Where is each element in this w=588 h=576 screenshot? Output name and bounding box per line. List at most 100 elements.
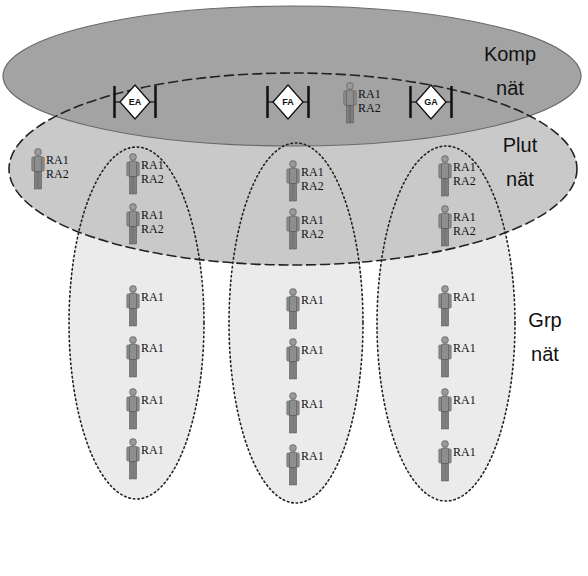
network-label: Plut nät <box>490 128 550 196</box>
soldier-torso <box>129 161 137 177</box>
soldier-arm <box>287 169 290 183</box>
network-border <box>229 143 363 503</box>
soldier-head <box>130 286 137 293</box>
soldier-torso <box>441 213 449 229</box>
soldier-torso <box>441 293 449 309</box>
radio-label: RA1 <box>453 341 476 355</box>
radio-label-box: RA1 <box>453 445 476 459</box>
soldier-arm <box>287 297 290 311</box>
soldier-leg <box>441 360 444 378</box>
soldier-figure <box>438 336 452 378</box>
network-area <box>9 73 577 265</box>
soldier-arm <box>127 447 130 461</box>
soldier-figure <box>286 208 300 250</box>
symbol-diamond <box>273 85 303 119</box>
network-area <box>3 6 581 146</box>
radio-label-box: RA1RA2 <box>301 213 324 241</box>
network-label: Komp nät <box>478 37 542 105</box>
soldier-leg <box>129 360 132 378</box>
soldier-node: RA1 <box>438 285 484 329</box>
soldier-figure <box>126 153 140 195</box>
soldier-arm <box>439 449 442 463</box>
soldier-leg <box>445 229 448 247</box>
soldier-leg <box>133 309 136 327</box>
soldier-head <box>130 204 137 211</box>
radio-label: RA2 <box>358 101 381 115</box>
soldier-head <box>130 154 137 161</box>
symbol-diamond <box>120 85 150 119</box>
soldier-arm <box>32 157 35 171</box>
soldier-figure <box>286 160 300 202</box>
soldier-leg <box>346 106 349 124</box>
soldier-leg <box>350 106 353 124</box>
soldier-arm <box>449 345 452 359</box>
radio-label-box: RA1RA2 <box>358 87 381 115</box>
radio-label: RA1 <box>301 293 324 307</box>
soldier-leg <box>293 362 296 380</box>
soldier-leg <box>293 312 296 330</box>
network-border <box>9 73 577 265</box>
soldier-node: RA1 <box>438 388 484 432</box>
soldier-head <box>442 206 449 213</box>
network-ellipse: Komp nätEAFARA1RA2GA <box>2 5 582 147</box>
soldier-head <box>442 389 449 396</box>
radio-label-box: RA1RA2 <box>453 210 476 238</box>
soldier-torso <box>129 446 137 462</box>
radio-label: RA1 <box>301 397 324 411</box>
soldier-leg <box>133 227 136 245</box>
radio-label: RA1 <box>301 343 324 357</box>
soldier-arm <box>287 401 290 415</box>
radio-station-symbol: FA <box>266 83 310 121</box>
radio-label-box: RA1RA2 <box>453 160 476 188</box>
soldier-node: RA1 <box>286 288 332 332</box>
radio-label: RA1 <box>141 158 164 172</box>
soldier-leg <box>129 177 132 195</box>
soldier-node: RA1 <box>438 336 484 380</box>
soldier-figure <box>438 285 452 327</box>
radio-label-box: RA1 <box>141 341 164 355</box>
soldier-leg <box>133 360 136 378</box>
radio-label: RA1 <box>358 87 381 101</box>
soldier-arm <box>439 164 442 178</box>
soldier-torso <box>346 90 354 106</box>
soldier-arm <box>127 345 130 359</box>
soldier-arm <box>439 294 442 308</box>
soldier-arm <box>297 217 300 231</box>
soldier-figure <box>126 388 140 430</box>
soldier-leg <box>289 468 292 486</box>
soldier-arm <box>297 453 300 467</box>
soldier-leg <box>441 229 444 247</box>
soldier-arm <box>287 217 290 231</box>
soldier-arm <box>127 397 130 411</box>
soldier-figure <box>31 148 45 190</box>
radio-label: RA1 <box>301 449 324 463</box>
soldier-torso <box>289 452 297 468</box>
soldier-leg <box>441 412 444 430</box>
soldier-arm <box>127 162 130 176</box>
soldier-torso <box>289 296 297 312</box>
radio-label: RA1 <box>141 208 164 222</box>
radio-label: RA1 <box>141 290 164 304</box>
network-border <box>377 146 515 501</box>
soldier-leg <box>289 232 292 250</box>
soldier-arm <box>137 162 140 176</box>
soldier-node: RA1 <box>286 392 332 436</box>
soldier-head <box>442 286 449 293</box>
soldier-figure <box>126 336 140 378</box>
soldier-node: RA1RA2 <box>126 153 172 197</box>
soldier-arm <box>127 212 130 226</box>
soldier-arm <box>439 214 442 228</box>
soldier-arm <box>449 164 452 178</box>
soldier-leg <box>129 227 132 245</box>
network-border <box>3 6 581 146</box>
soldier-head <box>290 445 297 452</box>
network-fill <box>2 5 582 147</box>
radio-label: RA2 <box>141 222 164 236</box>
soldier-leg <box>133 462 136 480</box>
network-label-box: Grp nät <box>515 303 575 371</box>
radio-label-box: RA1 <box>301 449 324 463</box>
network-area <box>229 143 363 503</box>
radio-station-symbol: EA <box>113 83 157 121</box>
soldier-torso <box>129 344 137 360</box>
